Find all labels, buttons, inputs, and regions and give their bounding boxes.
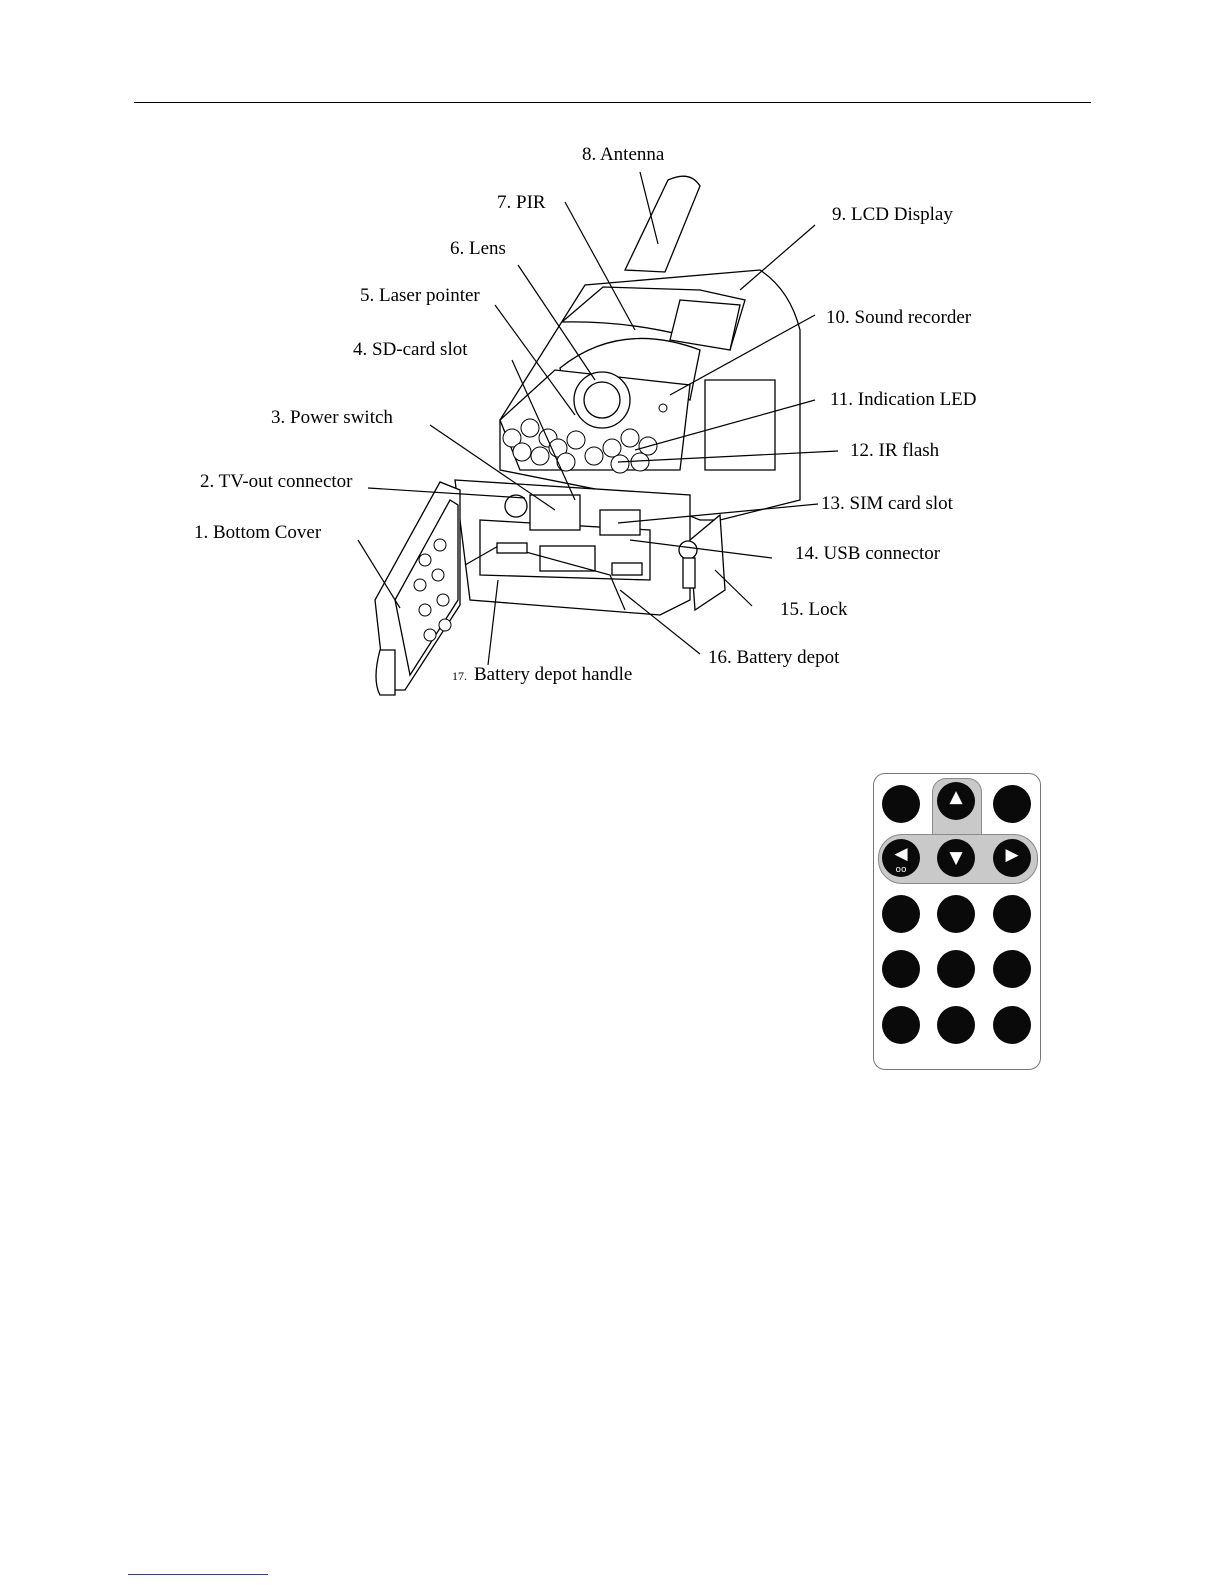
label-antenna: 8. Antenna: [582, 144, 665, 165]
remote-button-r5c1[interactable]: [882, 1006, 920, 1044]
label-power-switch: 3. Power switch: [271, 407, 393, 428]
down-arrow-icon: ▼: [949, 848, 962, 868]
right-arrow-icon: ▶: [1005, 845, 1018, 865]
record-icon: oo: [895, 865, 906, 875]
remote-button-r3c3[interactable]: [993, 895, 1031, 933]
label-sound-recorder: 10. Sound recorder: [826, 307, 972, 328]
footer-link-rule: [128, 1574, 268, 1575]
label-indication-led: 11. Indication LED: [830, 389, 977, 410]
label-bottom-cover: 1. Bottom Cover: [194, 522, 322, 543]
label-pir: 7. PIR: [497, 192, 546, 213]
label-battery-depot-handle-number: 17.: [452, 669, 467, 683]
label-laser-pointer: 5. Laser pointer: [360, 285, 480, 306]
right-arrow-button[interactable]: ▶: [993, 839, 1031, 877]
left-arrow-button[interactable]: ◀ oo: [882, 839, 920, 877]
label-ir-flash: 12. IR flash: [850, 440, 940, 461]
remote-button-top-right[interactable]: [993, 785, 1031, 823]
label-lens: 6. Lens: [450, 238, 506, 259]
remote-control: ▲ ◀ oo ▼ ▶: [873, 773, 1041, 1070]
camera-illustration: [358, 172, 838, 695]
remote-button-top-left[interactable]: [882, 785, 920, 823]
up-arrow-icon: ▲: [949, 787, 962, 807]
left-arrow-icon: ◀: [894, 844, 907, 864]
label-usb-connector: 14. USB connector: [795, 543, 941, 564]
label-battery-depot: 16. Battery depot: [708, 647, 840, 668]
remote-button-r4c3[interactable]: [993, 950, 1031, 988]
label-sd-card-slot: 4. SD-card slot: [353, 339, 468, 360]
label-lcd-display: 9. LCD Display: [832, 204, 953, 225]
up-arrow-button[interactable]: ▲: [937, 782, 975, 820]
label-tv-out-connector: 2. TV-out connector: [200, 471, 353, 492]
remote-button-r4c2[interactable]: [937, 950, 975, 988]
label-lock: 15. Lock: [780, 599, 848, 620]
down-arrow-button[interactable]: ▼: [937, 839, 975, 877]
remote-button-r5c3[interactable]: [993, 1006, 1031, 1044]
remote-button-r3c2[interactable]: [937, 895, 975, 933]
label-sim-card-slot: 13. SIM card slot: [821, 493, 954, 514]
remote-button-r5c2[interactable]: [937, 1006, 975, 1044]
label-battery-depot-handle: Battery depot handle: [474, 664, 632, 685]
remote-button-r4c1[interactable]: [882, 950, 920, 988]
remote-button-r3c1[interactable]: [882, 895, 920, 933]
camera-diagram: 8. Antenna 7. PIR 9. LCD Display 6. Lens…: [0, 0, 1225, 740]
